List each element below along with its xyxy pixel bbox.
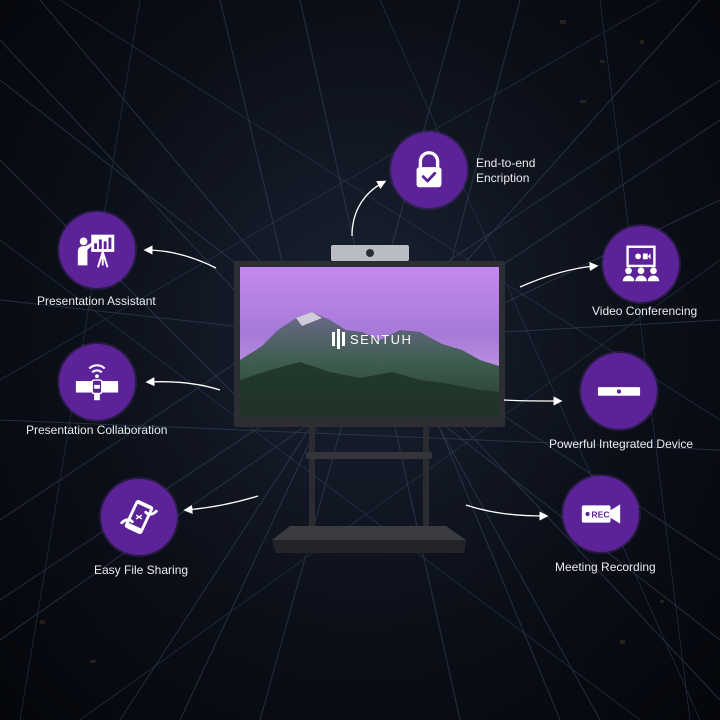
encryption-label: End-to-end Encription <box>476 156 535 186</box>
presentation-collaboration-badge <box>59 344 135 420</box>
integrated-device-badge <box>581 353 657 429</box>
phone-share-icon <box>120 499 158 535</box>
brand-logo <box>332 329 345 349</box>
video-conferencing-label: Video Conferencing <box>592 304 698 318</box>
rec-camera-icon: REC <box>581 504 621 524</box>
file-sharing-label: Easy File Sharing <box>94 563 189 577</box>
encryption-badge <box>391 132 467 208</box>
brand-logo-text: SENTUH <box>350 332 412 347</box>
lock-check-icon <box>416 151 442 188</box>
wireless-dongle-icon <box>75 364 119 401</box>
integrated-device-label: Powerful Integrated Device <box>549 437 694 451</box>
presentation-assistant-label: Presentation Assistant <box>37 294 156 308</box>
encryption-label-line-1: End-to-end <box>476 156 536 170</box>
file-sharing-badge <box>101 479 177 555</box>
encryption-label-line-2: Encription <box>476 171 530 185</box>
presenter-board-icon <box>77 234 115 268</box>
video-conference-icon <box>622 245 660 282</box>
meeting-recording-badge: REC <box>563 476 639 552</box>
video-conferencing-badge <box>603 226 679 302</box>
svg-text:REC: REC <box>591 509 609 519</box>
presentation-assistant-badge <box>59 212 135 288</box>
soundbar-icon <box>597 387 641 396</box>
presentation-collaboration-label: Presentation Collaboration <box>26 423 168 437</box>
meeting-recording-label: Meeting Recording <box>555 560 656 574</box>
